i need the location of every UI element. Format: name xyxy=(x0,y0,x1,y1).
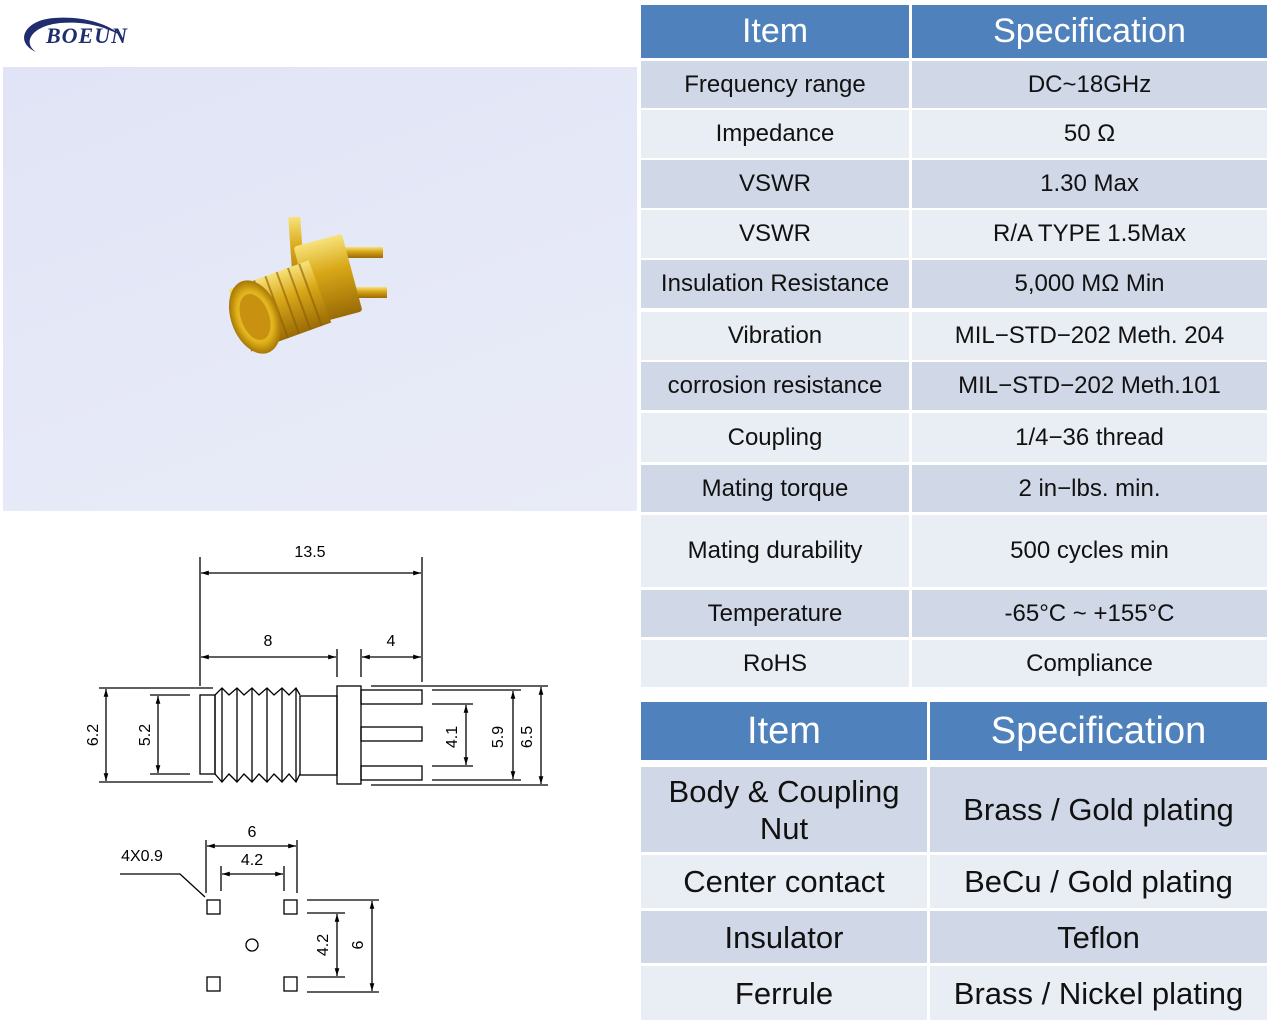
spec-row-item: Insulation Resistance xyxy=(641,260,909,308)
spec-row-value: DC~18GHz xyxy=(912,61,1267,108)
dim-pin-spacing: 4.1 xyxy=(444,726,461,748)
dim-thread-length: 8 xyxy=(264,633,273,650)
spec-row-value: 500 cycles min xyxy=(912,515,1267,587)
brand-logo: BOEUN xyxy=(14,12,134,58)
sma-connector-image xyxy=(228,216,387,354)
material-row-value: Brass / Nickel plating xyxy=(930,966,1267,1020)
spec-row-value: 5,000 MΩ Min xyxy=(912,260,1267,308)
spec-row-item: VSWR xyxy=(641,210,909,258)
dim-footprint-inner-y: 4.2 xyxy=(315,934,332,956)
dim-thread-inner: 5.2 xyxy=(137,724,154,746)
footprint-view xyxy=(120,840,379,993)
spec-row-item: VSWR xyxy=(641,160,909,208)
spec-row-item: Vibration xyxy=(641,312,909,360)
material-row-item: Insulator xyxy=(641,911,927,963)
dim-thread-outer: 6.2 xyxy=(85,724,102,746)
spec-header-spec: Specification xyxy=(912,5,1267,58)
product-photo xyxy=(3,67,637,511)
spec-header-item: Item xyxy=(641,5,909,58)
dim-footprint-outer-x: 6 xyxy=(248,824,257,841)
hole-note: 4X0.9 xyxy=(121,848,163,865)
spec-row-value: R/A TYPE 1.5Max xyxy=(912,210,1267,258)
dim-flange-height: 6.5 xyxy=(519,726,536,748)
material-row-value: Teflon xyxy=(930,911,1267,963)
spec-row-item: corrosion resistance xyxy=(641,362,909,410)
spec-row-value: 50 Ω xyxy=(912,110,1267,158)
material-row-item: Body & Coupling Nut xyxy=(641,767,927,852)
spec-row-value: 1.30 Max xyxy=(912,160,1267,208)
dim-footprint-outer-y: 6 xyxy=(350,940,367,949)
spec-row-item: RoHS xyxy=(641,640,909,687)
material-header-item: Item xyxy=(641,702,927,760)
spec-row-item: Coupling xyxy=(641,413,909,462)
spec-row-item: Impedance xyxy=(641,110,909,158)
dim-pin-length: 4 xyxy=(387,633,396,650)
dimension-drawing: 13.5 8 4 6.2 5.2 4.1 5.9 6.5 6 4.2 4X0.9… xyxy=(85,544,548,993)
spec-row-item: Mating durability xyxy=(641,515,909,587)
side-view xyxy=(99,557,548,786)
dim-footprint-inner-x: 4.2 xyxy=(241,852,263,869)
spec-row-value: MIL−STD−202 Meth. 204 xyxy=(912,312,1267,360)
dim-pin-span: 5.9 xyxy=(490,726,507,748)
spec-row-value: -65°C ~ +155°C xyxy=(912,590,1267,637)
material-row-item: Ferrule xyxy=(641,966,927,1020)
spec-row-value: 1/4−36 thread xyxy=(912,413,1267,462)
material-header-spec: Specification xyxy=(930,702,1267,760)
dim-overall-length: 13.5 xyxy=(294,544,325,561)
material-row-value: Brass / Gold plating xyxy=(930,767,1267,852)
spec-row-item: Temperature xyxy=(641,590,909,637)
spec-row-item: Mating torque xyxy=(641,465,909,512)
material-row-value: BeCu / Gold plating xyxy=(930,855,1267,908)
spec-row-value: MIL−STD−202 Meth.101 xyxy=(912,362,1267,410)
material-row-item: Center contact xyxy=(641,855,927,908)
spec-row-value: Compliance xyxy=(912,640,1267,687)
spec-row-value: 2 in−lbs. min. xyxy=(912,465,1267,512)
logo-text: BOEUN xyxy=(46,23,129,48)
spec-row-item: Frequency range xyxy=(641,61,909,108)
